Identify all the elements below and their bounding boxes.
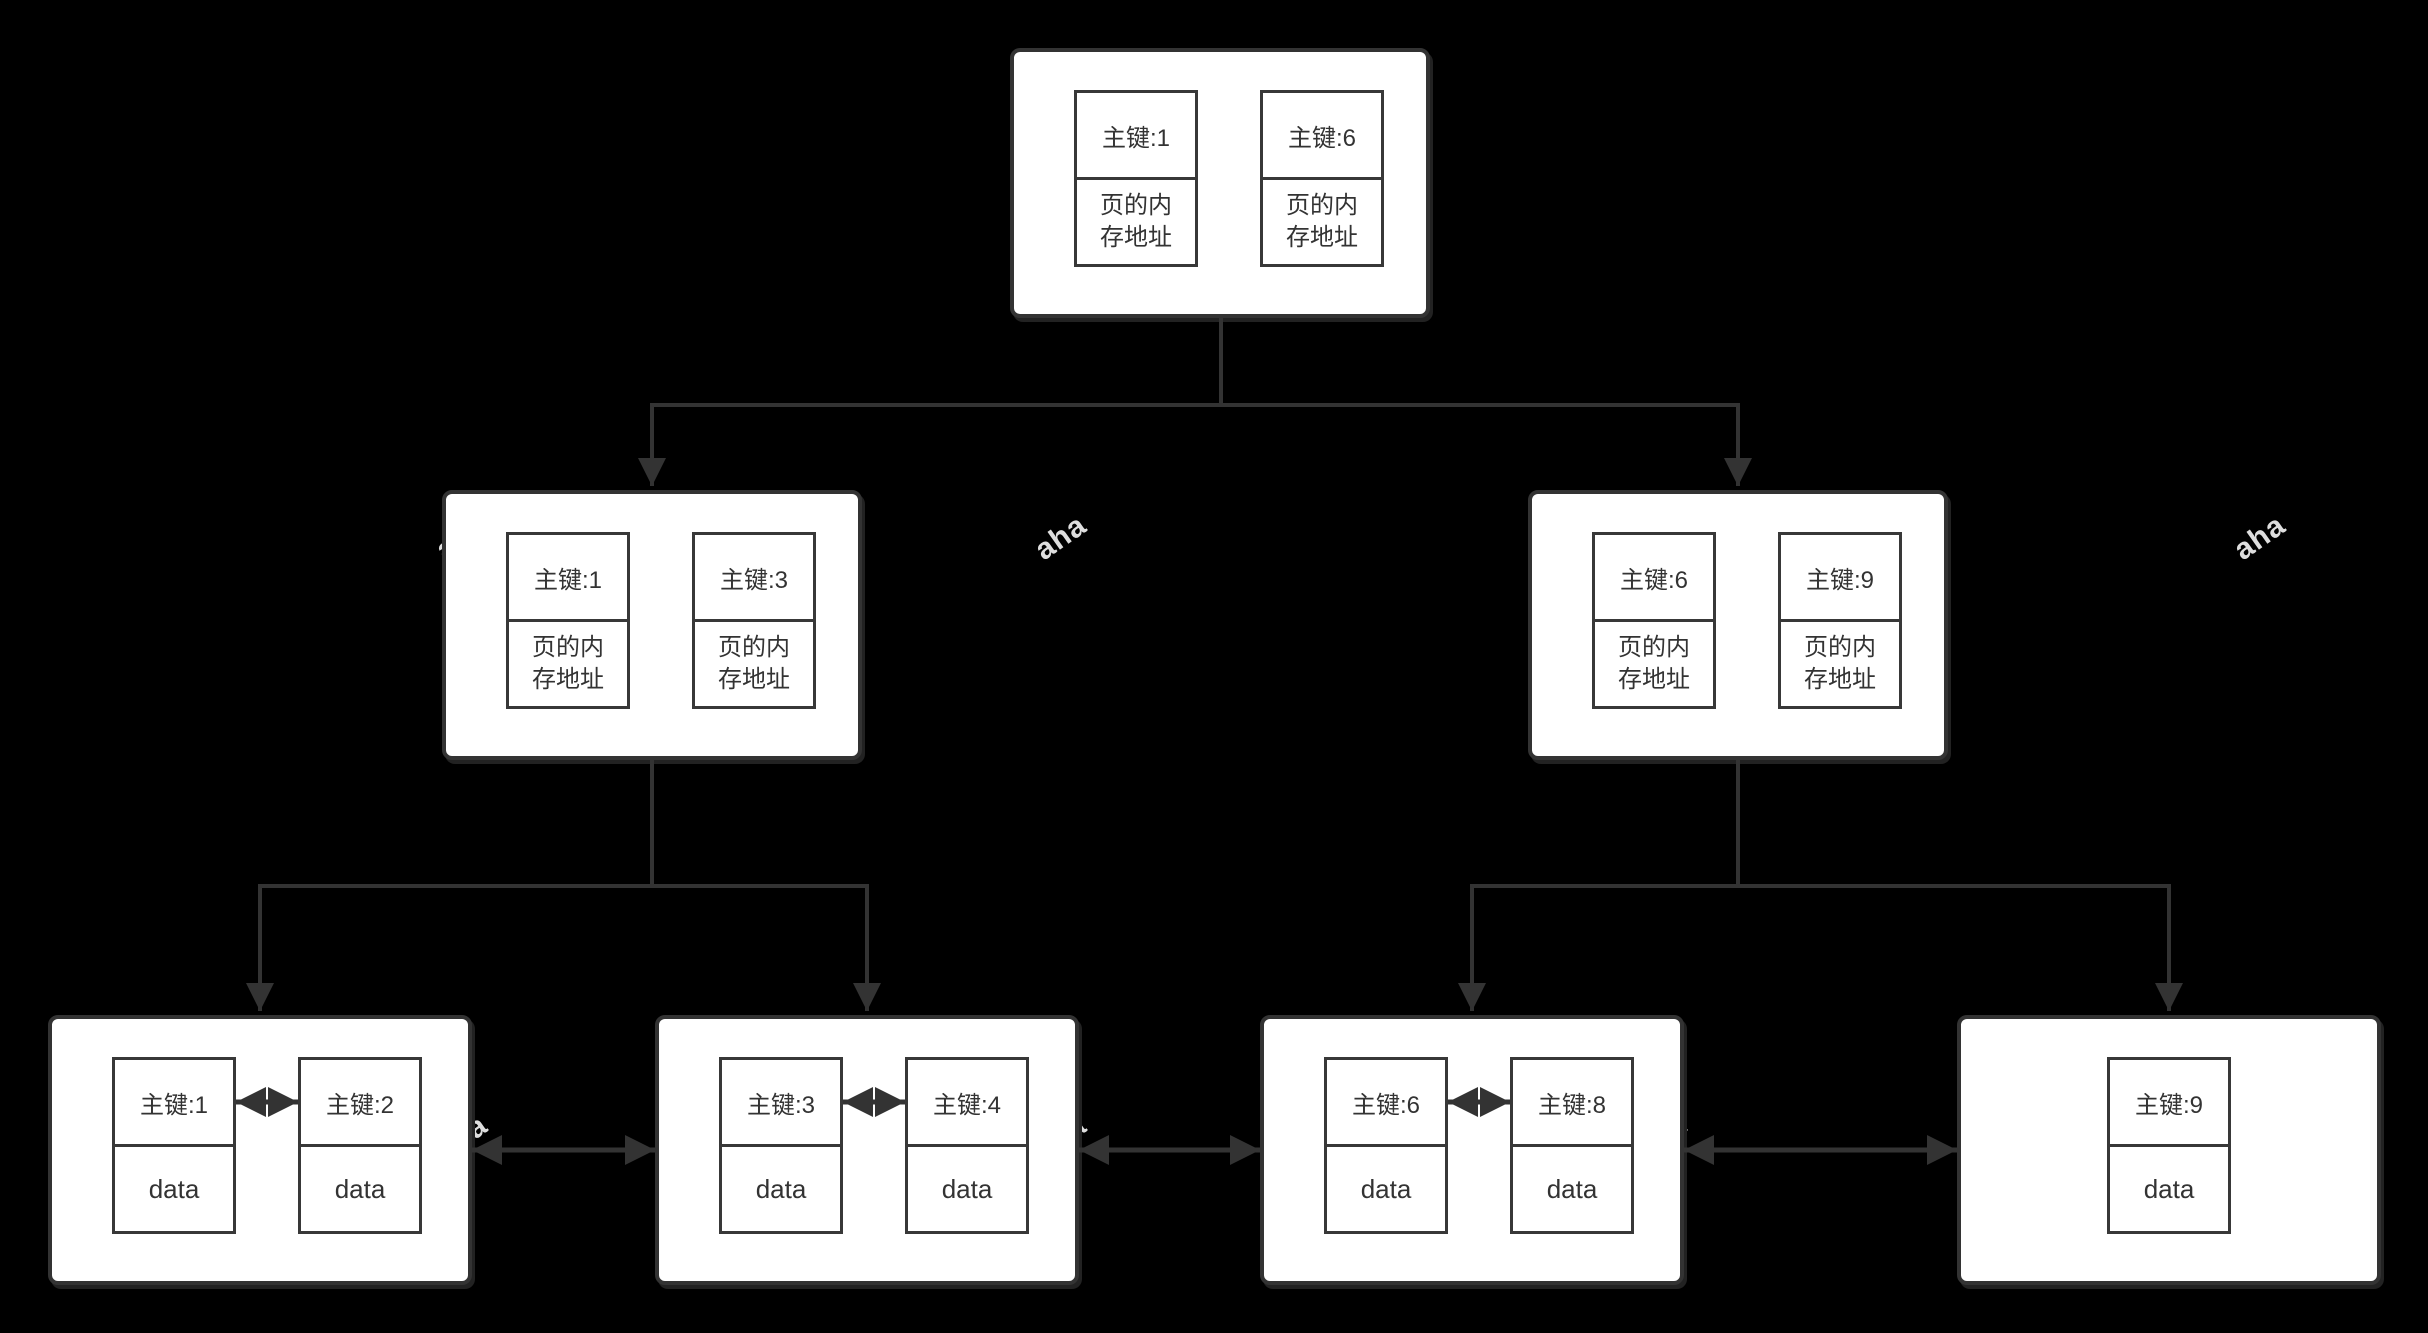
leaf-node-1: 主键:1 主键:2 data data <box>48 1015 472 1285</box>
data-cell: data <box>298 1144 422 1234</box>
key-cell: 主键:2 <box>298 1057 422 1147</box>
key-label: 主键:6 <box>1619 566 1688 594</box>
data-cell: data <box>2107 1144 2231 1234</box>
data-label: data <box>334 1173 386 1204</box>
page-address-label: 页的内存地址 <box>1100 192 1172 251</box>
key-cell: 主键:6 <box>1260 90 1384 180</box>
internal-left-to-leaf1-arrow <box>246 884 652 1011</box>
page-address-label: 页的内存地址 <box>1618 634 1690 693</box>
data-cell: data <box>112 1144 236 1234</box>
key-label: 主键:2 <box>325 1091 394 1119</box>
key-cell: 主键:1 <box>1074 90 1198 180</box>
page-address-cell: 页的内存地址 <box>1074 177 1198 267</box>
key-label: 主键:3 <box>746 1091 815 1119</box>
data-label: data <box>755 1173 807 1204</box>
leaf-node-4: 主键:9 data <box>1957 1015 2381 1285</box>
key-label: 主键:4 <box>932 1091 1001 1119</box>
page-address-cell: 页的内存地址 <box>1778 619 1902 709</box>
root-node: 主键:1 主键:6 页的内存地址 页的内存地址 <box>1010 48 1430 318</box>
leaf-node-2: 主键:3 主键:4 data data <box>655 1015 1079 1285</box>
root-to-internal-right-arrow <box>1221 403 1752 486</box>
root-to-internal-left-arrow <box>638 403 1221 486</box>
page-address-label: 页的内存地址 <box>532 634 604 693</box>
leaf-node-3: 主键:6 主键:8 data data <box>1260 1015 1684 1285</box>
key-label: 主键:1 <box>533 566 602 594</box>
page-address-cell: 页的内存地址 <box>1592 619 1716 709</box>
key-label: 主键:8 <box>1537 1091 1606 1119</box>
key-cell: 主键:1 <box>506 532 630 622</box>
internal-node-right: 主键:6 主键:9 页的内存地址 页的内存地址 <box>1528 490 1948 760</box>
key-cell: 主键:3 <box>692 532 816 622</box>
page-address-label: 页的内存地址 <box>1286 192 1358 251</box>
internal-node-left: 主键:1 主键:3 页的内存地址 页的内存地址 <box>442 490 862 760</box>
key-cell: 主键:6 <box>1324 1057 1448 1147</box>
data-cell: data <box>719 1144 843 1234</box>
internal-right-to-leaf3-arrow <box>1458 884 1738 1011</box>
data-cell: data <box>905 1144 1029 1234</box>
key-cell: 主键:8 <box>1510 1057 1634 1147</box>
key-label: 主键:3 <box>719 566 788 594</box>
data-label: data <box>1546 1173 1598 1204</box>
data-cell: data <box>1324 1144 1448 1234</box>
data-label: data <box>941 1173 993 1204</box>
key-label: 主键:1 <box>1101 124 1170 152</box>
data-cell: data <box>1510 1144 1634 1234</box>
data-label: data <box>1360 1173 1412 1204</box>
page-address-label: 页的内存地址 <box>718 634 790 693</box>
page-address-cell: 页的内存地址 <box>506 619 630 709</box>
key-label: 主键:6 <box>1287 124 1356 152</box>
data-label: data <box>2143 1173 2195 1204</box>
page-address-label: 页的内存地址 <box>1804 634 1876 693</box>
data-label: data <box>148 1173 200 1204</box>
key-label: 主键:6 <box>1351 1091 1420 1119</box>
key-cell: 主键:1 <box>112 1057 236 1147</box>
key-label: 主键:9 <box>2134 1091 2203 1119</box>
key-label: 主键:9 <box>1805 566 1874 594</box>
page-address-cell: 页的内存地址 <box>1260 177 1384 267</box>
key-label: 主键:1 <box>139 1091 208 1119</box>
internal-left-to-leaf2-arrow <box>652 884 881 1011</box>
internal-right-to-leaf4-arrow <box>1738 884 2183 1011</box>
page-address-cell: 页的内存地址 <box>692 619 816 709</box>
